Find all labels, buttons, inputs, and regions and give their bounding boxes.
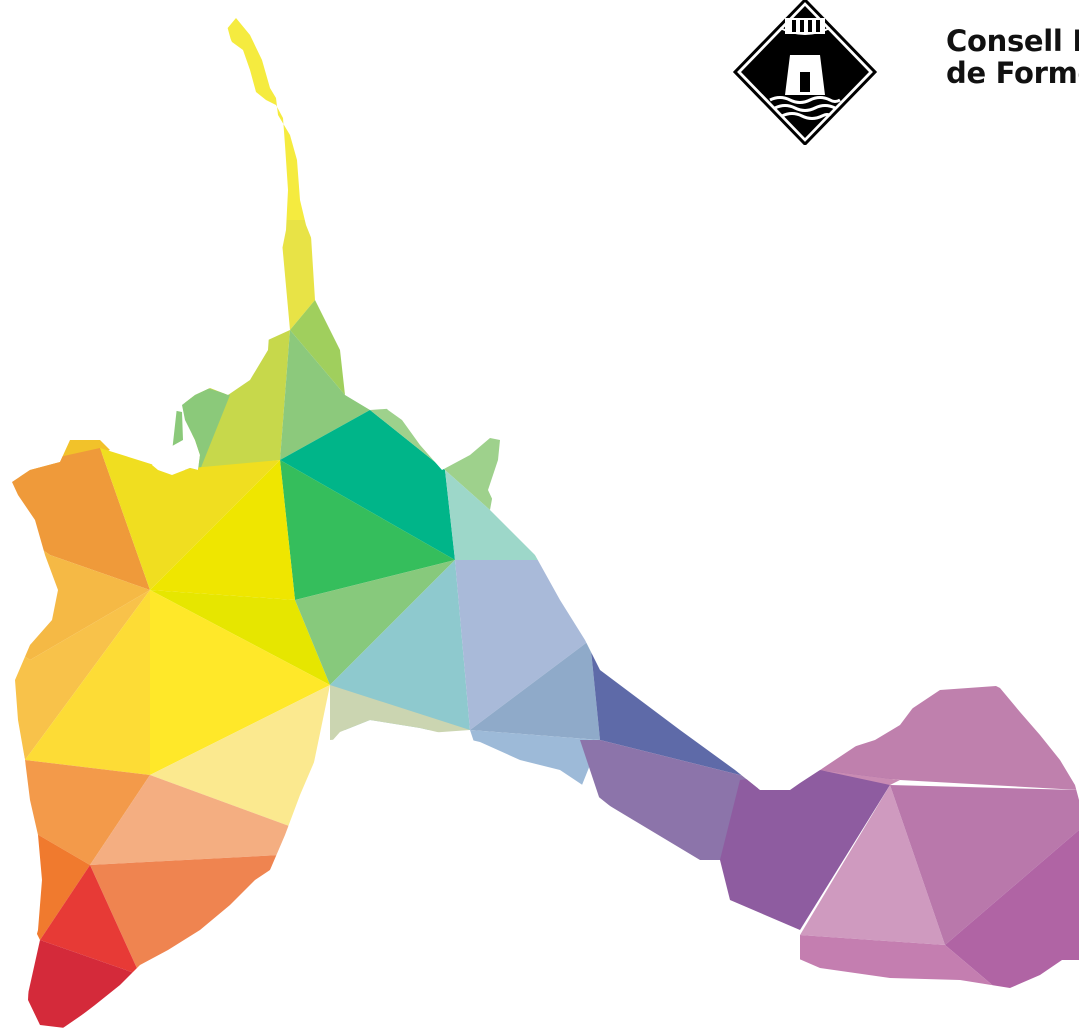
map-facet bbox=[100, 448, 280, 590]
map-facet bbox=[20, 940, 140, 1028]
map-facet bbox=[820, 680, 1079, 790]
map-facet bbox=[945, 830, 1079, 1000]
brand-name-line-1: Consell Ir bbox=[946, 24, 1079, 58]
map-facet bbox=[455, 560, 590, 730]
map-facet bbox=[150, 460, 295, 600]
map-facet bbox=[150, 590, 330, 775]
map-facet bbox=[470, 730, 600, 790]
map-facet bbox=[40, 865, 140, 975]
map-facet bbox=[820, 770, 900, 785]
map-facet bbox=[90, 775, 300, 865]
tower-waves-shield-emblem-icon bbox=[732, 0, 878, 147]
map-facet bbox=[470, 640, 600, 740]
map-facet bbox=[890, 785, 1079, 945]
map-facet bbox=[280, 330, 370, 460]
map-facet bbox=[280, 460, 455, 600]
map-facet bbox=[290, 300, 345, 395]
map-facet bbox=[25, 760, 150, 865]
map-facet bbox=[295, 560, 455, 685]
map-facet bbox=[445, 470, 540, 560]
map-facet bbox=[800, 785, 945, 945]
brand-name-line-2: de Forme bbox=[946, 56, 1079, 90]
map-facet bbox=[330, 560, 470, 730]
map-facet-north-spit bbox=[220, 18, 310, 220]
map-facet bbox=[25, 590, 150, 775]
map-facet bbox=[12, 590, 150, 760]
map-facet bbox=[720, 760, 900, 930]
map-facet bbox=[580, 740, 760, 860]
map-facet bbox=[280, 410, 455, 560]
map-facet bbox=[280, 220, 315, 330]
map-facet bbox=[90, 855, 280, 975]
consell-emblem bbox=[730, 0, 930, 147]
map-facet bbox=[150, 685, 330, 830]
